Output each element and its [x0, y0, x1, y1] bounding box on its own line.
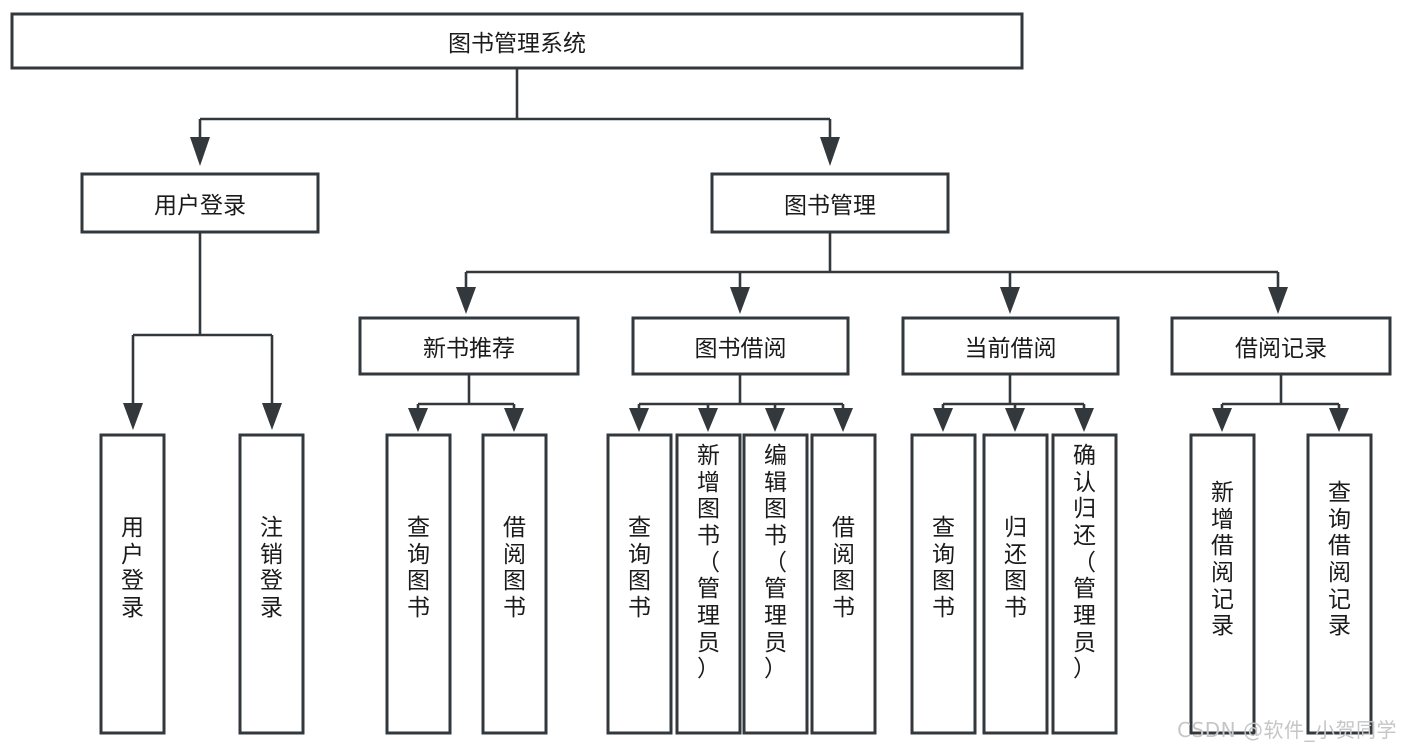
node-leaf-query-borrow-record[interactable]	[1306, 433, 1373, 735]
connector-layer	[123, 68, 1349, 432]
node-leaf-add-book-admin[interactable]	[675, 433, 742, 735]
arrow-to-leaf-query-book-2	[629, 408, 649, 432]
arrow-to-leaf-add-borrow-record	[1212, 408, 1232, 432]
node-borrow-record[interactable]	[1170, 316, 1392, 376]
arrow-to-borrow-record	[1268, 287, 1288, 314]
arrow-to-leaf-confirm-return-admin	[1074, 408, 1094, 432]
node-box-layer	[10, 12, 1392, 735]
node-new-book-recommend[interactable]	[358, 316, 580, 376]
arrow-to-leaf-query-borrow-record	[1329, 408, 1349, 432]
node-user-login[interactable]	[80, 172, 320, 234]
node-leaf-borrow-book-2[interactable]	[810, 433, 877, 735]
arrow-to-leaf-edit-book-admin	[765, 408, 785, 432]
node-leaf-logout[interactable]	[238, 433, 305, 735]
node-leaf-add-borrow-record[interactable]	[1189, 433, 1256, 735]
arrow-to-leaf-add-book-admin	[698, 408, 718, 432]
arrow-to-leaf-query-book-3	[933, 408, 953, 432]
node-leaf-user-login[interactable]	[99, 433, 166, 735]
arrow-to-leaf-query-book-1	[408, 408, 428, 432]
node-current-borrow[interactable]	[901, 316, 1120, 376]
arrow-to-new-book-recommend	[456, 287, 476, 314]
node-leaf-edit-book-admin[interactable]	[742, 433, 809, 735]
node-leaf-borrow-book-1[interactable]	[481, 433, 548, 735]
node-book-borrow[interactable]	[631, 316, 850, 376]
node-book-manage[interactable]	[710, 172, 950, 234]
node-leaf-confirm-return-admin[interactable]	[1051, 433, 1118, 735]
node-leaf-query-book-1[interactable]	[385, 433, 452, 735]
node-leaf-return-book[interactable]	[982, 433, 1049, 735]
arrow-to-book-manage	[820, 137, 840, 166]
arrow-to-leaf-borrow-book-2	[833, 408, 853, 432]
node-root[interactable]	[10, 12, 1024, 70]
arrow-to-book-borrow	[730, 287, 750, 314]
node-leaf-query-book-3[interactable]	[910, 433, 977, 735]
node-leaf-query-book-2[interactable]	[606, 433, 673, 735]
arrow-to-current-borrow	[1000, 287, 1020, 314]
arrow-to-leaf-return-book	[1005, 408, 1025, 432]
arrow-to-leaf-user-login	[123, 403, 143, 430]
watermark-credit: CSDN @软件_小贺同学	[1177, 718, 1397, 742]
arrow-to-leaf-logout	[262, 403, 282, 430]
arrow-to-leaf-borrow-book-1	[504, 408, 524, 432]
arrow-to-user-login	[190, 137, 210, 166]
